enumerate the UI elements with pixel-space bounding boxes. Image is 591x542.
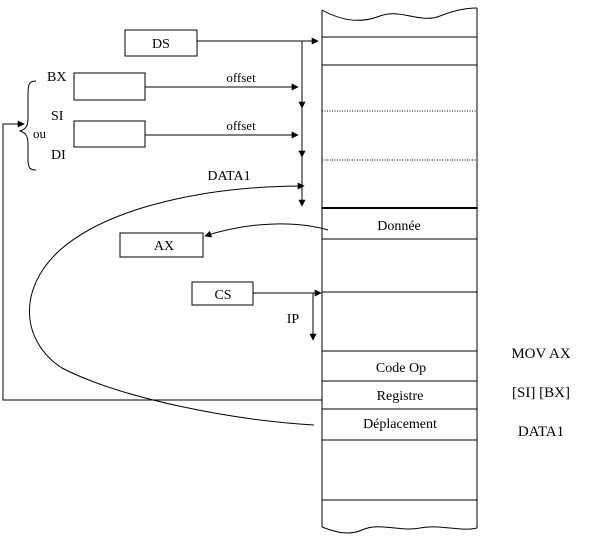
displacement-curve	[28, 182, 315, 426]
cs-label: CS	[214, 288, 231, 303]
instruction-mnemonic: MOV AX	[511, 346, 570, 362]
si-di-offset-label: offset	[226, 118, 256, 133]
bx-label: BX	[47, 70, 66, 85]
memory-cell-donnee: Donnée	[377, 219, 421, 234]
donnee-to-ax-arrow	[204, 223, 329, 238]
register-group-brace	[18, 80, 37, 171]
bx-offset-label: offset	[226, 70, 256, 85]
ou-label: ou	[33, 126, 47, 141]
memory-bottom-edge	[321, 526, 478, 534]
si-di-box	[73, 120, 146, 148]
ds-label: DS	[152, 37, 170, 52]
ip-label: IP	[287, 312, 300, 327]
ax-box	[119, 232, 204, 258]
ax-label: AX	[154, 239, 174, 254]
memory-cell-deplacement: Déplacement	[363, 417, 437, 432]
instruction-operands: [SI] [BX]	[512, 385, 570, 401]
di-label: DI	[51, 148, 66, 163]
bx-box	[73, 72, 146, 101]
memory-column: Donnée Code Op Registre Déplacement	[321, 7, 478, 534]
ds-box	[124, 29, 198, 57]
ax-register: AX	[119, 232, 204, 258]
memory-top-edge	[321, 7, 478, 21]
ds-register: DS	[124, 29, 198, 57]
registre-feedback-line	[2, 120, 322, 401]
cs-register: CS	[191, 281, 254, 306]
memory-cell-registre: Registre	[377, 389, 424, 404]
instruction-displacement: DATA1	[518, 424, 564, 440]
data1-label: DATA1	[207, 169, 250, 184]
si-label: SI	[51, 109, 64, 124]
memory-cell-code-op: Code Op	[376, 361, 426, 376]
